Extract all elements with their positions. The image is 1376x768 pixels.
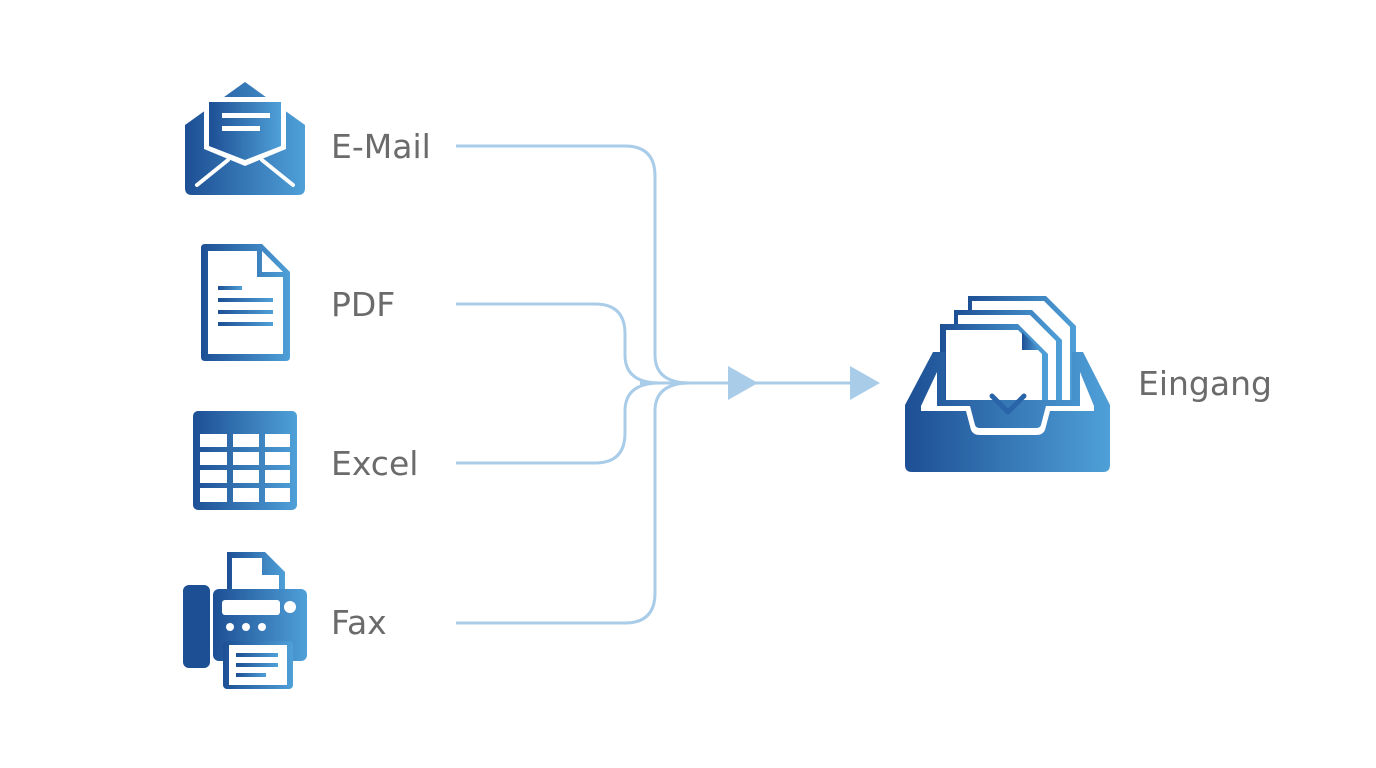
inbox-tray-icon [905,296,1110,472]
connector-fax [456,381,691,625]
arrow-head-1 [728,366,758,400]
connector-email [456,144,691,385]
connector-excel [456,381,661,465]
connectors [456,144,855,625]
source-label-email: E-Mail [331,127,431,166]
envelope-icon [185,82,305,195]
source-label-fax: Fax [331,603,387,642]
source-label-excel: Excel [331,444,418,483]
arrow-head-2 [850,366,880,400]
target-label: Eingang [1138,364,1272,403]
source-label-pdf: PDF [331,285,395,324]
connector-pdf [456,302,661,385]
spreadsheet-icon [193,411,297,510]
document-icon [201,244,290,361]
fax-icon [183,552,307,689]
